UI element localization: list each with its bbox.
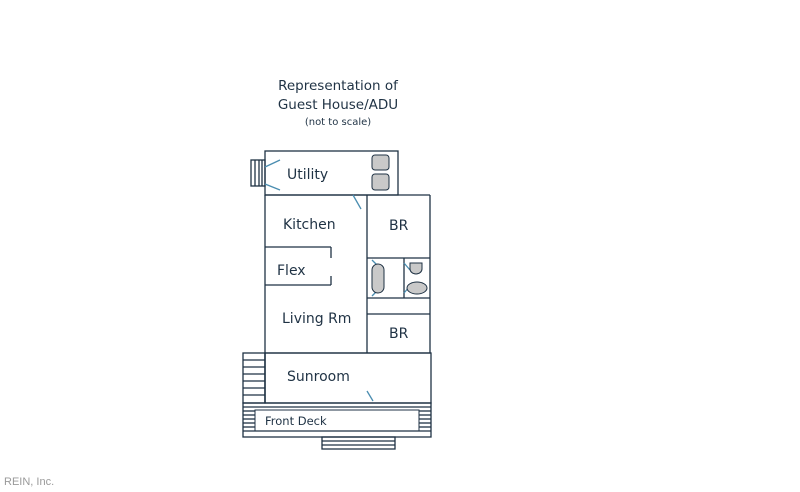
room-label-front-deck: Front Deck bbox=[265, 414, 327, 428]
front-deck bbox=[242, 402, 432, 438]
utility-steps bbox=[250, 159, 266, 187]
sunroom-stairs bbox=[242, 352, 266, 404]
sunroom-door bbox=[366, 390, 374, 402]
sink-icon bbox=[409, 262, 423, 275]
front-step bbox=[321, 436, 396, 450]
plan-title-line-2: Guest House/ADU bbox=[277, 97, 399, 113]
plan-title-block: Representation of Guest House/ADU (not t… bbox=[238, 77, 438, 130]
washer-icon bbox=[371, 154, 390, 171]
dryer-icon bbox=[371, 173, 390, 191]
wc-door-upper bbox=[403, 262, 411, 271]
utility-door-lower bbox=[264, 183, 281, 191]
room-label-sunroom: Sunroom bbox=[287, 369, 350, 385]
room-label-bedroom-lower: BR bbox=[389, 326, 409, 342]
room-label-flex: Flex bbox=[277, 263, 306, 279]
room-label-living: Living Rm bbox=[282, 311, 351, 327]
toilet-icon bbox=[406, 281, 428, 295]
room-label-kitchen: Kitchen bbox=[283, 217, 336, 233]
flex-room-walls bbox=[265, 247, 332, 286]
bathtub-icon bbox=[371, 263, 385, 294]
kitchen-bedroom-door bbox=[352, 194, 362, 210]
room-label-utility: Utility bbox=[287, 167, 328, 183]
watermark-text: REIN, Inc. bbox=[4, 476, 55, 488]
bedroom-block-walls bbox=[366, 195, 430, 353]
room-label-bedroom-upper: BR bbox=[389, 218, 409, 234]
plan-title-line-1: Representation of bbox=[278, 78, 398, 94]
plan-scale-note: (not to scale) bbox=[304, 117, 372, 128]
utility-door-upper bbox=[264, 159, 281, 168]
